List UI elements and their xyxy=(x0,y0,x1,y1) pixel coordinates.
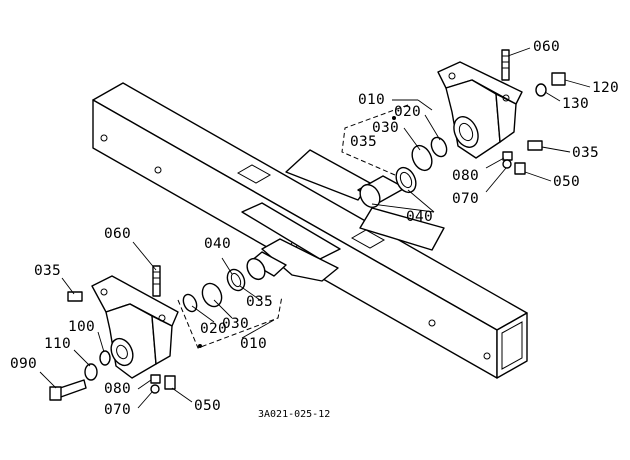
callout-080-bot: 080 xyxy=(104,381,131,397)
bolt-060-top xyxy=(501,49,510,81)
nut-080-070-050-top xyxy=(502,151,526,175)
leader-lines xyxy=(39,47,591,409)
callout-130: 130 xyxy=(562,96,589,112)
callout-070-top: 070 xyxy=(452,191,479,207)
bushing-set-bottom xyxy=(182,268,246,313)
bolt-035-left xyxy=(67,291,83,302)
callout-035-right: 035 xyxy=(572,145,599,161)
bolt-120-washer-130 xyxy=(535,72,566,97)
center-bracket xyxy=(241,149,445,282)
callout-110: 110 xyxy=(44,336,71,352)
bracket-upper-right xyxy=(437,61,523,159)
bushing-set-top xyxy=(395,136,448,194)
group-outline-bottom xyxy=(177,295,283,349)
drawing-code: 3A021-025-12 xyxy=(258,409,330,420)
callout-080-top: 080 xyxy=(452,168,479,184)
callout-060-top: 060 xyxy=(533,39,560,55)
callout-010-bot: 010 xyxy=(240,336,267,352)
callout-040-top: 040 xyxy=(406,209,433,225)
callout-035-mid: 035 xyxy=(246,294,273,310)
callout-100: 100 xyxy=(68,319,95,335)
callout-labels: 060 120 130 010 020 030 035 035 080 070 … xyxy=(10,39,619,420)
callout-020-bot: 020 xyxy=(200,321,227,337)
washer-100-bolt-110-090 xyxy=(49,350,111,401)
callout-070-bot: 070 xyxy=(104,402,131,418)
callout-035-left: 035 xyxy=(34,263,61,279)
callout-090: 090 xyxy=(10,356,37,372)
callout-060-left: 060 xyxy=(104,226,131,242)
bolt-060-left xyxy=(152,265,161,297)
callout-030-top: 030 xyxy=(372,120,399,136)
bracket-lower-left xyxy=(91,275,179,379)
nut-080-070-050-bottom xyxy=(150,374,176,394)
callout-030-bot: 030 xyxy=(222,316,249,332)
group-outline-top xyxy=(341,104,409,176)
callout-040-mid: 040 xyxy=(204,236,231,252)
callout-120: 120 xyxy=(592,80,619,96)
callout-050-bot: 050 xyxy=(194,398,221,414)
callout-035-top: 035 xyxy=(350,134,377,150)
callout-050-top: 050 xyxy=(553,174,580,190)
pivot-shaft-front xyxy=(246,251,287,281)
callout-020-top: 020 xyxy=(394,104,421,120)
callout-010-top: 010 xyxy=(358,92,385,108)
bolt-035-right xyxy=(527,140,543,151)
